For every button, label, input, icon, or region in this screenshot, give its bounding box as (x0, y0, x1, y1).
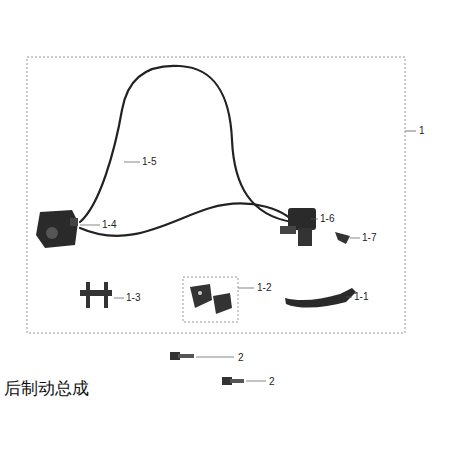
callout-number: 1 (419, 126, 425, 136)
bolt (170, 352, 194, 360)
clamp (335, 232, 350, 244)
brake-pads (190, 284, 232, 314)
callout-number: 1-7 (362, 233, 376, 243)
caliper-bracket (80, 282, 112, 308)
callout-number: 1-4 (102, 220, 116, 230)
title: 后制动总成 (4, 380, 89, 397)
assembly-frame (27, 57, 405, 333)
callout-number: 2 (269, 377, 275, 387)
callout-number: 1-6 (320, 214, 334, 224)
brake-lever (285, 288, 356, 308)
master-cylinder (280, 208, 316, 246)
bolt (222, 377, 244, 385)
callout-number: 1-3 (126, 293, 140, 303)
callout-number: 1-5 (142, 157, 156, 167)
brake-hose (80, 66, 298, 236)
callout-number: 1-1 (354, 292, 368, 302)
pad-frame (183, 277, 238, 322)
brake-caliper (36, 210, 78, 248)
callout-number: 1-2 (257, 283, 271, 293)
callout-number: 2 (238, 353, 244, 363)
